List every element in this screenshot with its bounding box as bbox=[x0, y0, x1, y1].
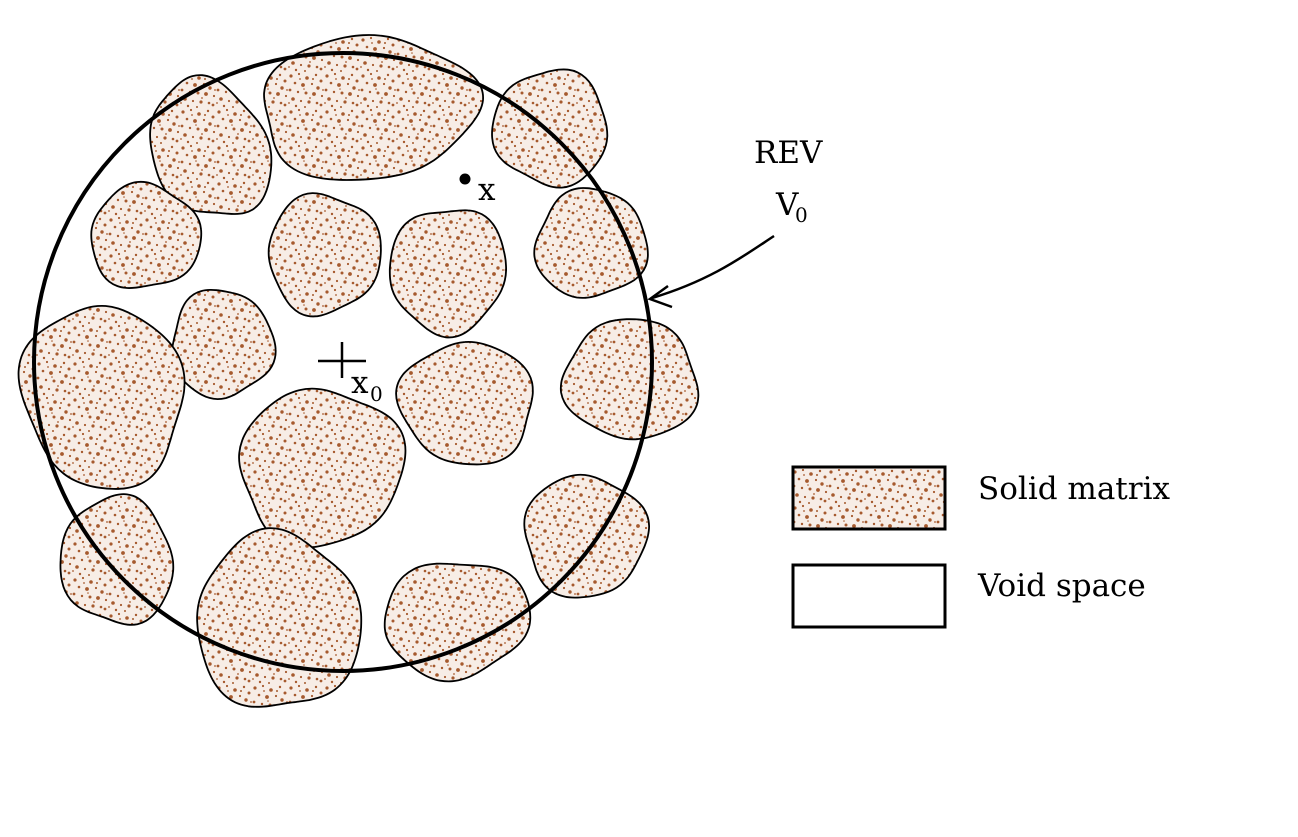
solid-grain bbox=[491, 68, 609, 189]
centroid-x0-subscript: 0 bbox=[370, 382, 383, 406]
solid-grain bbox=[17, 304, 186, 490]
solid-grain bbox=[263, 34, 484, 181]
rev-boundary-circle bbox=[32, 51, 654, 673]
rev-arrowhead bbox=[647, 284, 673, 309]
v0-label: V bbox=[775, 187, 799, 223]
centroid-x0-label: x bbox=[351, 365, 369, 401]
rev-arrow bbox=[651, 234, 775, 300]
rev-label: REV bbox=[754, 135, 823, 171]
legend-void-swatch bbox=[791, 563, 947, 629]
solid-grain bbox=[238, 387, 407, 549]
solid-grain bbox=[267, 192, 382, 318]
v0-subscript: 0 bbox=[795, 203, 808, 227]
point-x-label: x bbox=[478, 172, 496, 208]
solid-grain bbox=[149, 74, 273, 215]
legend-solid-swatch bbox=[791, 465, 947, 531]
solid-grain bbox=[533, 187, 649, 299]
solid-grain bbox=[171, 288, 277, 401]
solid-grain bbox=[388, 209, 508, 339]
legend-void-label: Void space bbox=[977, 568, 1146, 604]
solid-grain bbox=[383, 562, 532, 683]
solid-grain bbox=[523, 473, 651, 599]
point-x-dot bbox=[459, 173, 471, 185]
solid-grains bbox=[17, 34, 700, 708]
solid-grain bbox=[395, 340, 534, 466]
solid-grain bbox=[196, 527, 363, 708]
solid-grain bbox=[59, 493, 175, 626]
solid-grain bbox=[90, 180, 203, 289]
legend-solid-label: Solid matrix bbox=[978, 471, 1170, 507]
solid-grain bbox=[559, 318, 700, 441]
